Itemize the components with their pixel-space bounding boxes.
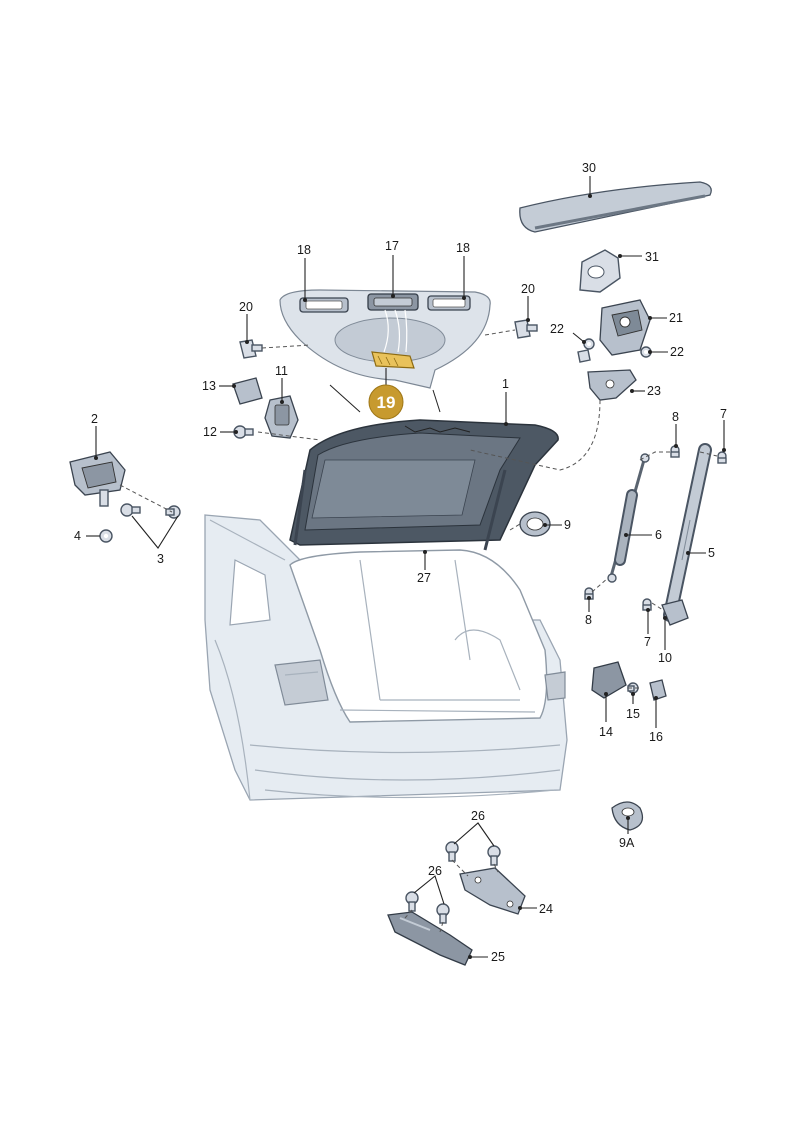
callout-8-top: 8 <box>672 410 679 424</box>
assembly-lines <box>119 329 718 933</box>
screw-7-top <box>717 451 727 464</box>
hinge-part-25 <box>387 911 473 966</box>
screw-7-bottom <box>642 598 652 611</box>
callout-20-right: 20 <box>521 282 535 296</box>
callout-22-left: 22 <box>550 322 564 336</box>
bolt-3-b <box>165 505 181 519</box>
callout-18-right: 18 <box>456 241 470 255</box>
callout-14: 14 <box>599 725 613 739</box>
detail-bubble <box>279 289 491 389</box>
nut-part-4 <box>99 529 113 543</box>
grommet-part-9 <box>519 511 551 537</box>
gas-strut-part-5 <box>663 443 712 622</box>
callout-17: 17 <box>385 239 399 253</box>
callout-23: 23 <box>647 384 661 398</box>
callout-24: 24 <box>539 902 553 916</box>
clip-part-9A <box>611 801 644 831</box>
bracket-part-11 <box>264 395 299 439</box>
callout-2: 2 <box>91 412 98 426</box>
callout-26-upper: 26 <box>471 809 485 823</box>
callout-7-top: 7 <box>720 407 727 421</box>
gas-strut-part-6 <box>607 453 650 583</box>
callout-9: 9 <box>564 518 571 532</box>
callout-4: 4 <box>74 529 81 543</box>
tailgate-part-1 <box>289 419 559 551</box>
callout-13: 13 <box>202 379 216 393</box>
callout-7-bottom: 7 <box>644 635 651 649</box>
bubble-pointer-left <box>329 384 361 413</box>
bolt-26-b <box>487 845 501 866</box>
striker-part-23 <box>587 369 637 401</box>
callout-30: 30 <box>582 161 596 175</box>
callout-6: 6 <box>655 528 662 542</box>
hinge-part-2 <box>69 451 126 507</box>
hinge-part-24 <box>459 867 526 915</box>
nut-22-right <box>640 346 652 358</box>
actuator-part-14 <box>591 661 627 699</box>
bolt-3-a <box>120 503 141 517</box>
clip-part-16 <box>649 679 667 701</box>
callout-11: 11 <box>275 364 288 378</box>
nut-22-left <box>583 338 595 350</box>
bubble-pointer-right <box>432 389 441 413</box>
car-body <box>204 514 568 801</box>
bolt-20-left <box>239 339 263 359</box>
bolt-20-right <box>514 319 538 339</box>
highlight-callout-19 <box>368 384 404 420</box>
callout-20-left: 20 <box>239 300 253 314</box>
callout-22-right: 22 <box>670 345 684 359</box>
callout-21: 21 <box>669 311 683 325</box>
callout-1: 1 <box>502 377 509 391</box>
callout-16: 16 <box>649 730 663 744</box>
callout-3: 3 <box>157 552 164 566</box>
cap-part-13 <box>232 377 263 405</box>
bolt-22-mid <box>577 349 591 363</box>
highlight-label-19: 19 <box>377 393 396 412</box>
end-fitting-part-10 <box>661 599 689 626</box>
bolt-26-a <box>445 841 459 862</box>
spoiler-part-30 <box>519 181 712 233</box>
callout-9A: 9A <box>619 836 635 850</box>
callout-10: 10 <box>658 651 672 665</box>
bolt-26-d <box>436 903 450 924</box>
callout-27: 27 <box>417 571 431 585</box>
callout-8-bottom: 8 <box>585 613 592 627</box>
callout-5: 5 <box>708 546 715 560</box>
callout-12: 12 <box>203 425 217 439</box>
lock-part-21 <box>599 299 651 356</box>
callout-25: 25 <box>491 950 505 964</box>
callout-26-lower: 26 <box>428 864 442 878</box>
bolt-26-c <box>405 891 419 912</box>
callout-15: 15 <box>626 707 640 721</box>
callout-18-left: 18 <box>297 243 311 257</box>
callout-31: 31 <box>645 250 659 264</box>
bracket-part-31 <box>579 249 621 293</box>
